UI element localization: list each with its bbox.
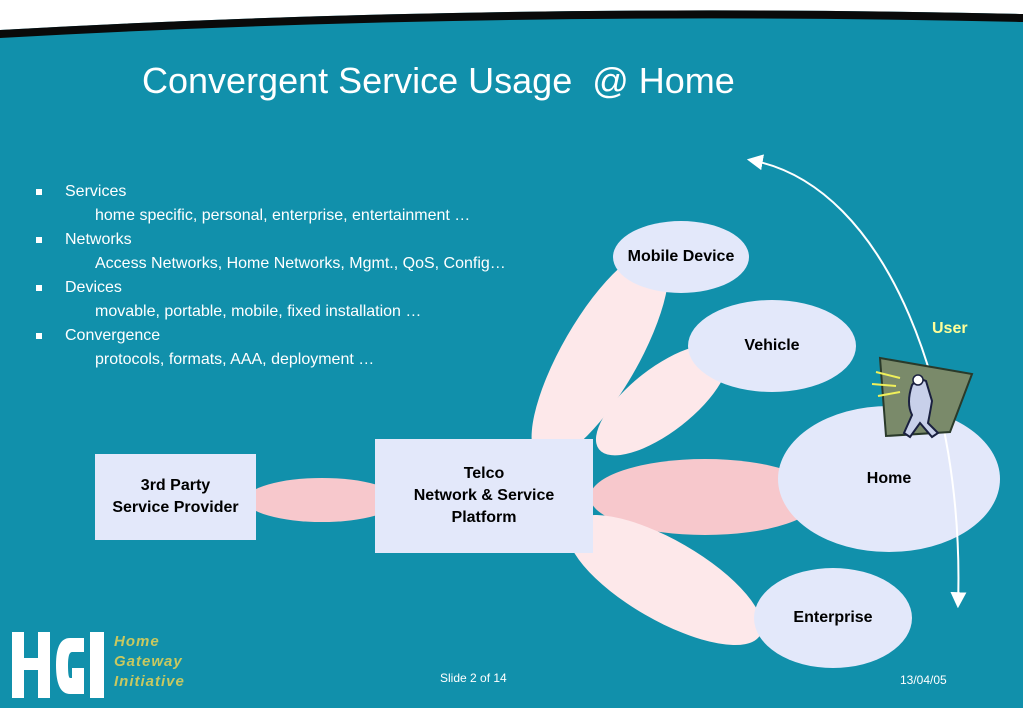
node-enterprise-label: Enterprise bbox=[793, 609, 873, 626]
bullet-item: Convergence bbox=[36, 324, 506, 348]
bullet-detail: Access Networks, Home Networks, Mgmt., Q… bbox=[95, 255, 506, 272]
bullet-list: Services home specific, personal, enterp… bbox=[36, 180, 506, 372]
logo-word: Initiative bbox=[114, 673, 185, 690]
hgi-logo-icon bbox=[12, 632, 104, 698]
node-telco-line3: Platform bbox=[451, 509, 517, 526]
bullet-item: Devices bbox=[36, 276, 506, 300]
header-band bbox=[0, 10, 1023, 38]
bullet-detail: protocols, formats, AAA, deployment … bbox=[95, 351, 375, 368]
node-mobile-device-shape bbox=[613, 221, 749, 293]
node-third-party-line2: Service Provider bbox=[112, 499, 239, 516]
bullet-detail: home specific, personal, enterprise, ent… bbox=[95, 207, 471, 224]
logo-word: Gateway bbox=[114, 653, 183, 670]
square-bullet-icon bbox=[36, 285, 42, 291]
bullet-label: Services bbox=[65, 183, 127, 200]
person-in-door-icon bbox=[871, 356, 974, 439]
node-telco-line2: Network & Service bbox=[413, 487, 555, 504]
logo-wordmark: Home Gateway Initiative bbox=[114, 632, 185, 692]
link-mobile bbox=[531, 249, 669, 461]
user-label: User bbox=[932, 320, 968, 337]
square-bullet-icon bbox=[36, 237, 42, 243]
curved-double-arrow-icon bbox=[746, 154, 967, 609]
node-telco-line1: Telco bbox=[463, 465, 505, 482]
bullet-detail: movable, portable, mobile, fixed install… bbox=[95, 303, 422, 320]
bullet-label: Convergence bbox=[65, 327, 161, 344]
link-3rdparty-telco bbox=[246, 478, 398, 522]
link-enterprise bbox=[567, 515, 763, 645]
slide-number: Slide 2 of 14 bbox=[440, 671, 507, 685]
node-home-label: Home bbox=[866, 470, 912, 487]
slide-date: 13/04/05 bbox=[900, 673, 947, 687]
square-bullet-icon bbox=[36, 189, 42, 195]
slide-title: Convergent Service Usage @ Home bbox=[142, 60, 735, 101]
square-bullet-icon bbox=[36, 333, 42, 339]
link-vehicle bbox=[595, 344, 729, 456]
node-vehicle-label: Vehicle bbox=[744, 337, 800, 354]
header-top bbox=[0, 0, 1023, 30]
node-third-party-line1: 3rd Party bbox=[140, 477, 211, 494]
bullet-label: Networks bbox=[65, 231, 132, 248]
node-telco-platform: Telco Network & Service Platform bbox=[375, 439, 593, 553]
node-third-party-provider: 3rd Party Service Provider bbox=[95, 454, 256, 540]
bullet-item: Services bbox=[36, 180, 506, 204]
bullet-label: Devices bbox=[65, 279, 122, 296]
bullet-item: Networks bbox=[36, 228, 506, 252]
node-mobile-device-label: Mobile Device bbox=[627, 248, 735, 265]
logo-word: Home bbox=[114, 633, 160, 650]
